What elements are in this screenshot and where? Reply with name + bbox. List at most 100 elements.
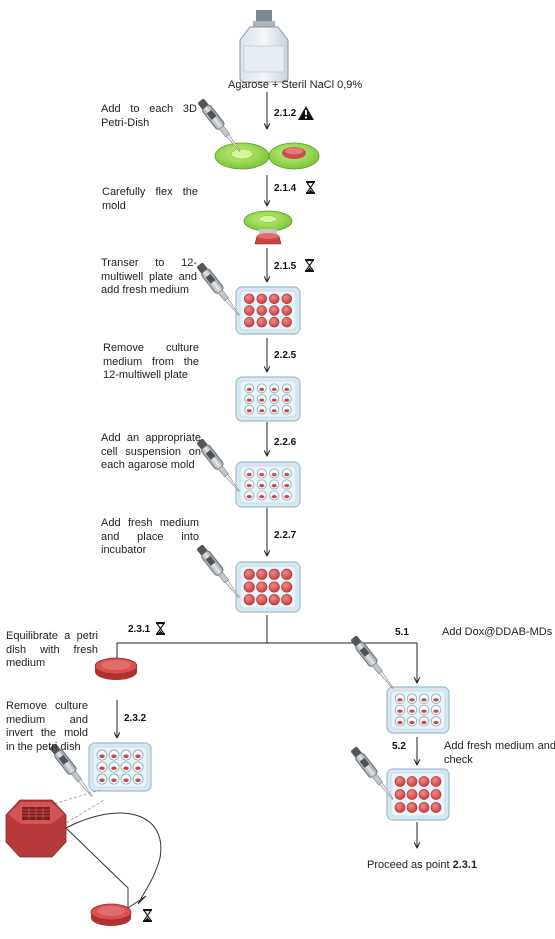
multiwell-plate-icon (386, 686, 450, 734)
filled-well (394, 776, 406, 787)
multiwell-plate-icon (88, 742, 152, 792)
well-mold (111, 754, 117, 759)
well-mold (409, 709, 415, 713)
step-2-3-2-text: Remove culture medium and invert the mol… (6, 700, 88, 753)
pipette-icon (195, 261, 244, 319)
well-mold (409, 720, 415, 725)
well-mold (135, 766, 141, 771)
step-5-1-code: 5.1 (395, 627, 409, 638)
step-2-3-1-text: Equilibrate a petri dish with fresh medi… (6, 630, 98, 669)
well-mold (246, 484, 252, 488)
filled-well (256, 594, 268, 606)
filled-well (430, 789, 442, 800)
filled-well (256, 293, 267, 305)
step-2-2-7-code: 2.2.7 (274, 530, 297, 541)
warning-icon (298, 106, 314, 120)
well-mold (284, 409, 290, 413)
step-2-2-5-code: 2.2.5 (274, 350, 297, 361)
multiwell-plate-icon (386, 768, 450, 821)
well-mold (246, 398, 252, 402)
well-mold (284, 398, 290, 402)
well-mold (246, 473, 252, 477)
well-mold (99, 754, 105, 759)
well-mold (259, 495, 265, 499)
well-mold (433, 720, 439, 725)
filled-well (244, 305, 255, 316)
well-mold (433, 698, 439, 702)
reagent-bottle-icon (239, 10, 289, 83)
curved-transfer-arrow (65, 812, 162, 909)
filled-well (256, 305, 267, 316)
well-mold (99, 766, 105, 771)
multiwell-plates (88, 286, 450, 821)
filled-well (243, 568, 255, 580)
filled-well (256, 581, 268, 593)
well-mold (421, 720, 427, 725)
step-5-2-code: 5.2 (392, 741, 406, 752)
step-2-1-5-text: Transer to 12-multiwell plate and add fr… (101, 257, 197, 296)
filled-well (269, 293, 280, 305)
step-2-3-2-code: 2.3.2 (124, 713, 147, 724)
pipette-icon (195, 437, 244, 495)
well-mold (246, 495, 252, 499)
filled-well (281, 568, 293, 580)
step-2-1-4-code: 2.1.4 (274, 183, 297, 194)
filled-well (269, 305, 280, 316)
well-mold (433, 709, 439, 713)
main-flow-arrows (117, 92, 417, 848)
well-mold (135, 754, 141, 759)
step-2-1-2-code: 2.1.2 (274, 108, 297, 119)
filled-well (281, 316, 292, 328)
filled-well (430, 802, 442, 813)
final-step-ref: 2.3.1 (452, 859, 478, 871)
well-mold (397, 720, 403, 725)
agarose-mold-dishes-icon (214, 142, 320, 170)
filled-well (268, 568, 280, 580)
filled-well (244, 293, 255, 305)
multiwell-plate-icon (235, 376, 301, 422)
filled-well (256, 568, 268, 580)
well-mold (111, 778, 117, 783)
well-mold (123, 754, 129, 759)
filled-well (244, 316, 255, 328)
multiwell-plate-icon (235, 461, 301, 508)
well-mold (246, 387, 252, 392)
hourglass-icon (155, 622, 166, 635)
well-mold (397, 698, 403, 702)
filled-well (268, 594, 280, 606)
flexed-mold-icon (243, 210, 293, 245)
well-mold (271, 484, 277, 488)
filled-well (394, 789, 406, 800)
multiwell-plate-icon (235, 286, 301, 335)
filled-well (243, 581, 255, 593)
step-2-1-4-text: Carefully flex the mold (102, 186, 198, 212)
well-mold (284, 473, 290, 477)
step-5-1-text: Add Dox@DDAB-MDs (442, 626, 553, 638)
well-mold (397, 709, 403, 713)
filled-well (256, 316, 267, 328)
well-mold (135, 778, 141, 783)
step-2-1-5-code: 2.1.5 (274, 261, 297, 272)
well-mold (123, 766, 129, 771)
multiwell-plate-icon (235, 561, 301, 613)
well-mold (421, 698, 427, 702)
step-2-3-1-code: 2.3.1 (128, 624, 151, 635)
step-2-1-2-text: Add to each 3D Petri-Dish (101, 103, 197, 129)
well-mold (409, 698, 415, 702)
filled-well (406, 802, 418, 813)
filled-well (430, 776, 442, 787)
well-mold (271, 387, 277, 392)
petri-dish-icon (94, 657, 138, 680)
filled-well (281, 293, 292, 305)
well-mold (284, 387, 290, 392)
filled-well (406, 776, 418, 787)
step-2-2-6-text: Add an appropriate cell suspension on ea… (101, 432, 201, 471)
well-mold (284, 484, 290, 488)
well-mold (271, 409, 277, 413)
filled-well (268, 581, 280, 593)
hourglass-icon (142, 909, 153, 922)
well-mold (259, 387, 265, 392)
step-2-2-6-code: 2.2.6 (274, 437, 297, 448)
final-instruction: Proceed as point 2.3.1 (367, 859, 478, 871)
filled-well (243, 594, 255, 606)
